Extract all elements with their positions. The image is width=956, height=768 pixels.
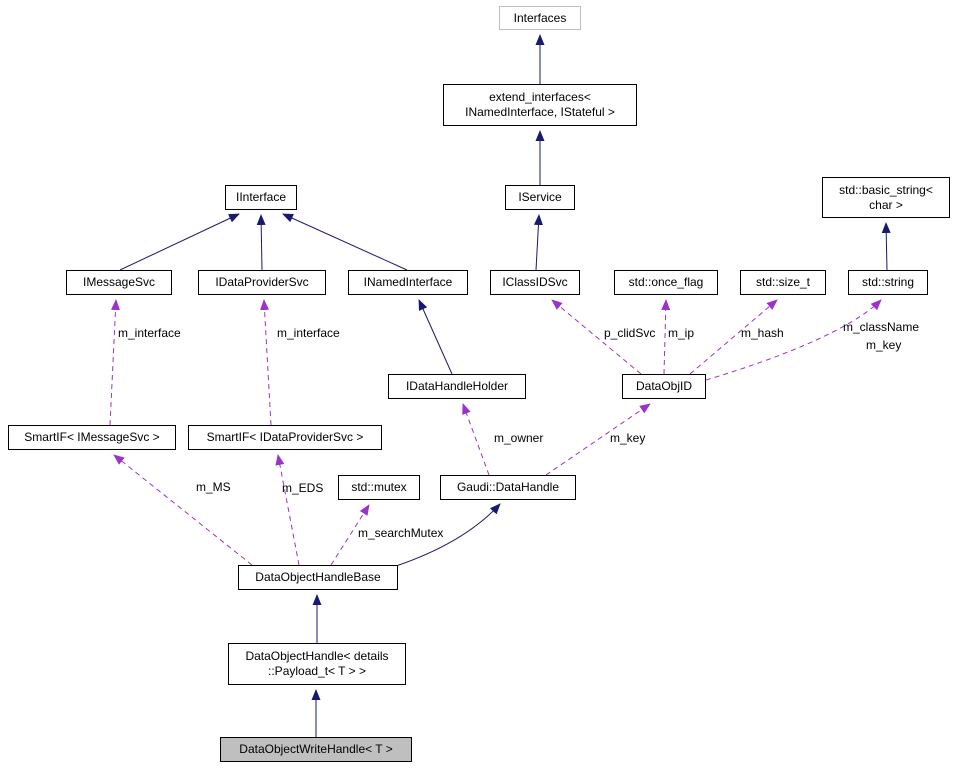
edge-smartif-imessagesvc-to-imessagesvc [109, 299, 121, 426]
node-dataobjid[interactable]: DataObjID [622, 374, 706, 399]
node-dataobjecthandle[interactable]: DataObjectHandle< details::Payload_t< T … [228, 643, 406, 685]
edge-label-gaudi-datahandle-to-dataobjid: m_key [610, 431, 645, 445]
edge-gaudi-datahandle-to-idatahandleholder [462, 403, 490, 476]
node-label: char > [869, 197, 903, 212]
edge-label-smartif-imessagesvc-to-imessagesvc: m_interface [118, 326, 181, 340]
edge-inamedinterface-to-iinterface [282, 213, 408, 271]
edge-label-gaudi-datahandle-to-idatahandleholder: m_owner [494, 431, 543, 445]
node-label: SmartIF< IMessageSvc > [24, 430, 160, 444]
node-smartif-idataprovidersvc[interactable]: SmartIF< IDataProviderSvc > [188, 425, 382, 450]
node-dataobjecthandlebase[interactable]: DataObjectHandleBase [238, 565, 398, 590]
node-label: DataObjectWriteHandle< T > [239, 742, 393, 756]
node-inamedinterface[interactable]: INamedInterface [348, 270, 468, 295]
node-label: INamedInterface, IStateful > [465, 105, 615, 119]
node-label: std::basic_string< [839, 182, 933, 197]
edge-label-dataobjid-to-iclassidsvc: p_clidSvc [604, 326, 655, 340]
node-idataprovidersvc[interactable]: IDataProviderSvc [198, 270, 326, 295]
node-idatahandleholder[interactable]: IDataHandleHolder [388, 374, 526, 399]
edge-dataobjecthandlebase-to-smartif-imessagesvc [113, 454, 253, 566]
node-dataobjectwritehandle: DataObjectWriteHandle< T > [220, 737, 412, 762]
edge-label-dataobjid-to-std-string-1: m_key [866, 338, 901, 352]
node-iinterface[interactable]: IInterface [225, 185, 297, 210]
edge-dataobjid-to-iclassidsvc [551, 299, 642, 375]
node-label: Interfaces [513, 10, 567, 25]
node-label: SmartIF< IDataProviderSvc > [206, 430, 364, 444]
edge-idatahandleholder-to-inamedinterface [418, 299, 453, 375]
edge-label-dataobjid-to-std-once-flag: m_ip [668, 326, 694, 340]
edge-idataprovidersvc-to-iinterface [256, 214, 266, 271]
edge-label-dataobjecthandlebase-to-smartif-idataprovidersvc: m_EDS [282, 481, 323, 495]
edge-std-string-to-std-basic-string [881, 222, 891, 271]
edge-gaudi-datahandle-to-dataobjid [545, 403, 651, 476]
node-label: extend_interfaces< [489, 90, 591, 104]
node-extend-interfaces[interactable]: extend_interfaces<INamedInterface, IStat… [443, 84, 637, 126]
node-std-string[interactable]: std::string [848, 270, 928, 295]
node-label: std::size_t [755, 275, 811, 289]
node-gaudi-datahandle[interactable]: Gaudi::DataHandle [440, 475, 576, 500]
node-label: IDataHandleHolder [405, 379, 509, 393]
edge-dataobjid-to-std-once-flag [661, 299, 671, 375]
edge-imessagesvc-to-iinterface [119, 213, 240, 271]
node-label: IMessageSvc [82, 275, 156, 289]
edge-dataobjecthandlebase-to-gaudi-datahandle [395, 503, 501, 567]
node-interfaces[interactable]: Interfaces [499, 6, 581, 30]
edge-label-dataobjecthandlebase-to-smartif-imessagesvc: m_MS [196, 480, 231, 494]
edge-dataobjecthandlebase-to-smartif-idataprovidersvc [275, 454, 300, 566]
edge-label-dataobjecthandlebase-to-std-mutex: m_searchMutex [358, 526, 443, 540]
node-label: std::mutex [351, 480, 407, 494]
edge-smartif-idataprovidersvc-to-idataprovidersvc [260, 299, 272, 426]
node-label: DataObjectHandleBase [255, 570, 381, 584]
edge-label-smartif-idataprovidersvc-to-idataprovidersvc: m_interface [277, 326, 340, 340]
node-imessagesvc[interactable]: IMessageSvc [66, 270, 172, 295]
node-label: IService [518, 190, 562, 204]
node-label: DataObjID [635, 379, 693, 393]
node-label: ::Payload_t< T > > [268, 664, 366, 678]
edge-dataobjid-to-std-size-t [689, 299, 778, 375]
node-label: IDataProviderSvc [215, 275, 309, 289]
node-std-basic-string[interactable]: std::basic_string<char > [822, 177, 950, 218]
node-std-size-t[interactable]: std::size_t [740, 270, 826, 295]
node-label: std::once_flag [628, 275, 704, 289]
node-label: DataObjectHandle< details [245, 649, 389, 663]
node-label: IInterface [235, 190, 287, 204]
edge-iclassidsvc-to-iservice [533, 214, 543, 271]
node-label: std::string [861, 275, 915, 289]
node-smartif-imessagesvc[interactable]: SmartIF< IMessageSvc > [8, 425, 176, 450]
edge-label-dataobjid-to-std-string: m_className [843, 320, 919, 334]
edge-dataobjecthandlebase-to-std-mutex [330, 504, 370, 566]
node-iclassidsvc[interactable]: IClassIDSvc [490, 270, 580, 295]
node-iservice[interactable]: IService [505, 185, 575, 210]
node-label: Gaudi::DataHandle [456, 480, 560, 494]
node-label: IClassIDSvc [502, 275, 568, 289]
edge-dataobjid-to-std-string [705, 299, 882, 381]
node-std-once-flag[interactable]: std::once_flag [614, 270, 718, 295]
node-label: INamedInterface [363, 275, 453, 289]
edge-label-dataobjid-to-std-size-t: m_hash [741, 326, 784, 340]
node-std-mutex[interactable]: std::mutex [338, 475, 420, 500]
